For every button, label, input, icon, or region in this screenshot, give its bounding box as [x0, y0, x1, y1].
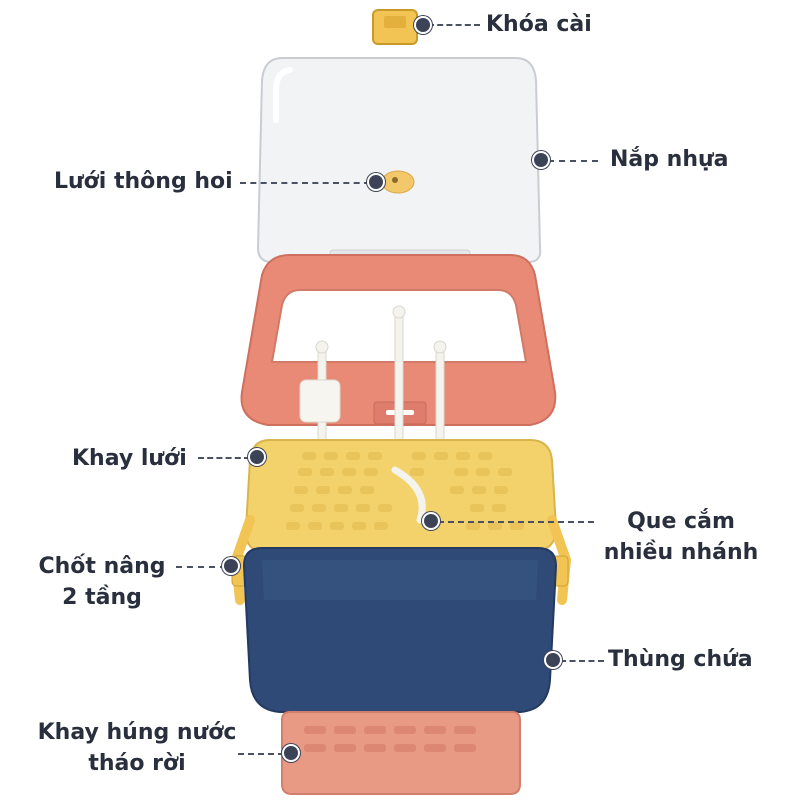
- marker-lock: [416, 18, 430, 32]
- container-bin: [242, 547, 558, 713]
- label-grid-tray: Khay lưới: [72, 446, 187, 471]
- grid-tray: [244, 439, 558, 553]
- marker-grid-tray: [250, 450, 264, 464]
- label-vent: Lưới thông hoi: [54, 169, 233, 194]
- label-rack-line2: nhiều nhánh: [603, 540, 759, 565]
- leader-drip: [238, 753, 284, 755]
- leader-lift-pin: [176, 566, 226, 568]
- marker-vent: [369, 175, 383, 189]
- label-lift-pin-line1: Chốt nâng: [38, 554, 166, 579]
- drip-tray: [281, 711, 521, 795]
- marker-lift-pin: [224, 559, 238, 573]
- label-lock: Khóa cài: [486, 12, 592, 37]
- marker-container: [546, 653, 560, 667]
- label-rack: Que cắm nhiều nhánh: [596, 506, 766, 568]
- label-drip: Khay húng nước tháo rời: [34, 717, 240, 779]
- marker-rack: [424, 514, 438, 528]
- leader-grid-tray: [198, 457, 250, 459]
- latch: [372, 9, 418, 45]
- leader-lid: [548, 160, 598, 162]
- label-lift-pin-line2: 2 tầng: [62, 585, 142, 610]
- leader-lock: [428, 24, 480, 26]
- marker-lid: [534, 153, 548, 167]
- label-lift-pin: Chốt nâng 2 tầng: [34, 551, 170, 613]
- label-drip-line2: tháo rời: [88, 751, 186, 776]
- label-lid: Nắp nhựa: [610, 147, 729, 172]
- marker-drip: [284, 746, 298, 760]
- leader-rack: [438, 521, 594, 523]
- leader-container: [560, 660, 604, 662]
- plastic-lid: [256, 57, 542, 265]
- vent-grille: [381, 170, 415, 194]
- label-container: Thùng chứa: [608, 647, 753, 672]
- label-drip-line1: Khay húng nước: [37, 720, 237, 745]
- label-rack-line1: Que cắm: [627, 509, 735, 534]
- leader-vent: [240, 182, 370, 184]
